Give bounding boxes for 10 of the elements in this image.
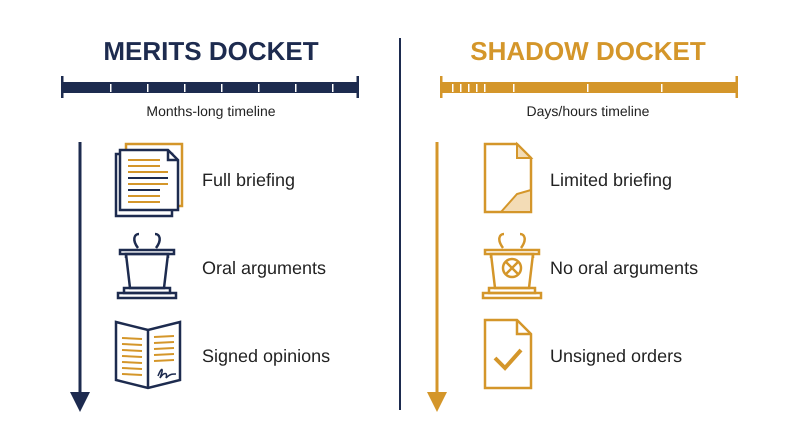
timeline-caption: Days/hours timeline <box>526 102 650 121</box>
item-label: Limited briefing <box>550 169 672 192</box>
item-label: Unsigned orders <box>550 345 682 368</box>
item-label: Signed opinions <box>202 345 330 368</box>
item-label: Oral arguments <box>202 257 326 280</box>
timeline-caption: Months-long timeline <box>146 102 276 121</box>
item-label: No oral arguments <box>550 257 698 280</box>
column-heading: MERITS DOCKET <box>103 35 319 68</box>
item-label: Full briefing <box>202 169 296 192</box>
column-heading: SHADOW DOCKET <box>470 35 706 68</box>
